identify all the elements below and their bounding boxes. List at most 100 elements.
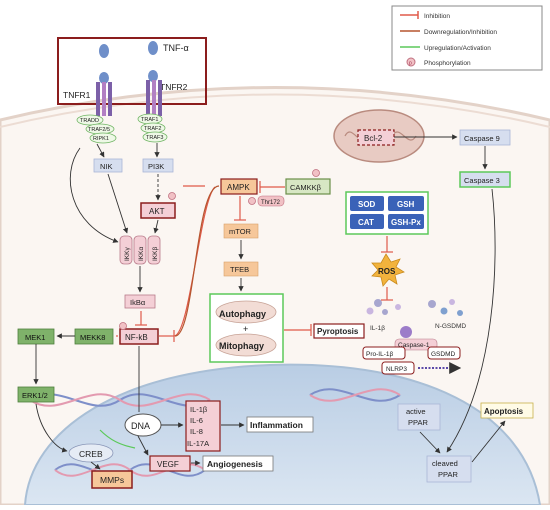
legend-downregulation: Downregulation/Inhibition (424, 29, 497, 36)
vegf-node (149, 455, 191, 472)
cytokine-il1b: IL-1β (190, 405, 208, 414)
autophagy-label: Autophagy (219, 309, 266, 319)
sod-label: SOD (358, 200, 376, 209)
inflammasome-decor (366, 299, 463, 338)
cleaved-ppar-line1: cleaved (432, 459, 458, 468)
cytokine-box (185, 400, 221, 452)
nik-node (93, 158, 123, 173)
erk-node (17, 386, 55, 403)
inflammation-node (246, 416, 314, 433)
legend-upregulation: Upregulation/Activation (424, 45, 491, 52)
proil1b-node (362, 346, 406, 360)
svg-text:p: p (409, 61, 412, 67)
tnfr1-adaptors: TRADD TRAF2/5 RIPK1 (76, 114, 117, 144)
svg-text:IKKγ: IKKγ (124, 247, 131, 261)
active-ppar-line2: PPAR (408, 418, 428, 427)
svg-text:RIPK1: RIPK1 (93, 136, 109, 142)
nlrp3-node (381, 361, 415, 375)
cytokine-il8: IL-8 (190, 427, 203, 436)
camkk-label: CAMKKβ (290, 183, 322, 192)
tnfr1-receptor (96, 82, 112, 116)
mmps-label: MMPs (100, 475, 124, 485)
vegf-label: VEGF (157, 460, 179, 469)
caspase9-node (459, 129, 511, 146)
tfeb-label: TFEB (230, 265, 249, 274)
pi3k-node (142, 158, 174, 173)
tnfr1-label: TNFR1 (63, 90, 91, 100)
ampk-node (220, 178, 258, 195)
ikb-label: IkBα (130, 298, 146, 307)
caspase1-label: Caspase-1 (398, 342, 430, 349)
gsh-node (388, 196, 424, 211)
legend-inhibition: Inhibition (424, 13, 450, 20)
creb-label: CREB (79, 449, 103, 459)
pi3k-label: PI3K (148, 162, 164, 171)
nik-label: NIK (100, 162, 113, 171)
gsh-label: GSH (397, 200, 415, 209)
bcl2-label: Bcl-2 (364, 134, 383, 143)
dna-label: DNA (131, 421, 150, 431)
svg-text:TRAF1: TRAF1 (141, 117, 158, 123)
gshpx-label: GSH-Px (391, 218, 421, 227)
tnfr2-adaptors: TRAF1 TRAF2 TRAF3 (137, 113, 168, 143)
mekk8-label: MEKK8 (80, 333, 105, 342)
cat-label: CAT (358, 218, 374, 227)
cat-node (350, 214, 384, 229)
mek1-label: MEK1 (25, 333, 45, 342)
apoptosis-label: Apoptosis (484, 407, 524, 416)
downregulation-lines (174, 185, 220, 337)
ikk-complex: IKKγ IKKα IKKβ (119, 235, 161, 265)
svg-text:TRAF2: TRAF2 (144, 126, 161, 132)
active-ppar-line1: active (406, 407, 426, 416)
mekk8-node (74, 328, 114, 345)
caspase9-label: Caspase 9 (464, 134, 500, 143)
akt-node (140, 202, 176, 219)
gshpx-node (388, 214, 424, 229)
ngsdmd-label: N-GSDMD (435, 323, 466, 330)
tnfr2-receptor (146, 80, 162, 116)
ros-icon (371, 253, 405, 287)
inflammation-label: Inflammation (250, 420, 303, 430)
dna-helix-right (309, 388, 401, 402)
plus-label: + (243, 324, 248, 334)
cleaved-ppar-line2: PPAR (438, 470, 458, 479)
nfkb-node (119, 328, 159, 345)
thr172-tag (257, 195, 285, 207)
svg-text:TRAF3: TRAF3 (146, 135, 163, 141)
mitophagy-label: Mitophagy (219, 341, 264, 351)
mmps-node (91, 470, 133, 489)
erk-label: ERK1/2 (22, 391, 48, 400)
cytokine-il6: IL-6 (190, 416, 203, 425)
caspase1-node (394, 338, 438, 351)
apoptosis-node (480, 402, 534, 419)
nlrp3-label: NLRP3 (386, 366, 407, 373)
cytokine-il17a: IL-17A (187, 439, 209, 448)
svg-text:IKKβ: IKKβ (152, 247, 159, 261)
proil1b-label: Pro-IL-1β (366, 351, 393, 358)
angiogenesis-node (202, 455, 274, 472)
tfeb-node (223, 261, 259, 277)
nfkb-label: NF-kB (125, 333, 148, 342)
mtor-node (223, 223, 259, 239)
mtor-label: mTOR (229, 227, 252, 236)
tnf-alpha-label: TNF-α (163, 43, 189, 53)
tnf-alpha-icon (99, 41, 158, 84)
upregulation-lines (99, 429, 136, 449)
pyroptosis-label: Pyroptosis (317, 327, 359, 336)
sod-node (350, 196, 384, 211)
legend-phosphorylation: Phosphorylation (424, 60, 471, 67)
caspase3-label: Caspase 3 (464, 176, 500, 185)
tnfr2-label: TNFR2 (160, 82, 188, 92)
legend: Inhibition Downregulation/Inhibition Upr… (391, 5, 543, 71)
bcl2-node (357, 129, 395, 146)
il1b-label: IL-1β (370, 325, 385, 332)
pyroptosis-node (313, 323, 365, 339)
gsdmd-label: GSDMD (431, 351, 456, 358)
ros-label: ROS (378, 267, 396, 276)
svg-text:TRADD: TRADD (80, 118, 99, 124)
thr172-label: Thr172 (261, 200, 281, 206)
caspase3-node (459, 171, 511, 188)
akt-label: AKT (149, 207, 165, 216)
